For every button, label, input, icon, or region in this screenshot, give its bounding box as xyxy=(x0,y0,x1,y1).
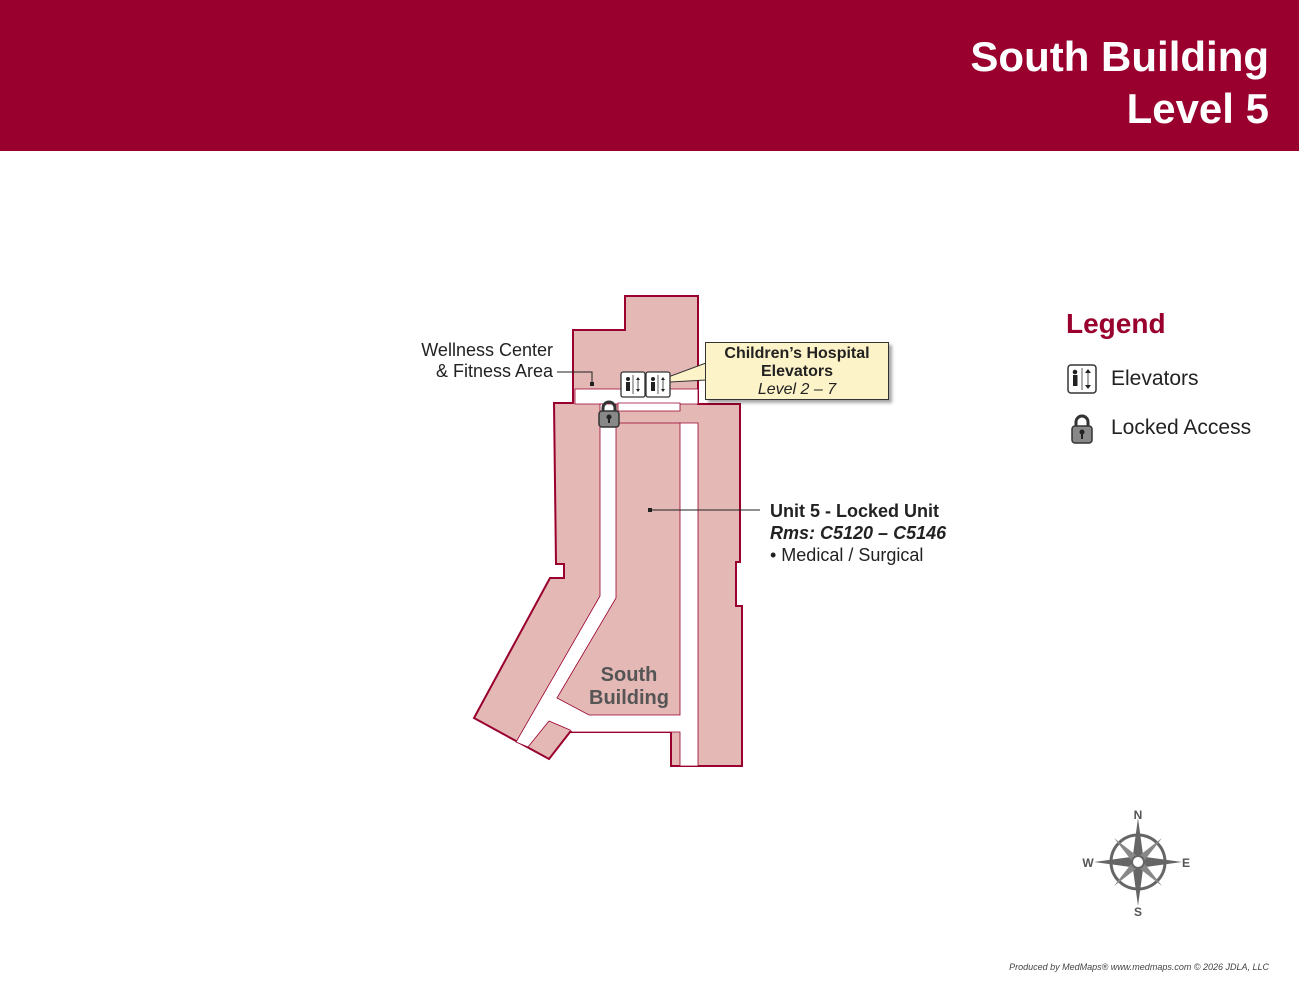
elevator-icon[interactable] xyxy=(620,371,646,398)
elevator-callout[interactable]: Children’s Hospital Elevators Level 2 – … xyxy=(705,342,889,400)
leader-lines xyxy=(557,371,760,511)
unit5-rooms: Rms: C5120 – C5146 xyxy=(770,523,947,543)
corridor-west xyxy=(515,403,699,767)
wellness-marker xyxy=(590,382,594,386)
corridor-connector xyxy=(617,402,681,412)
unit5-services: • Medical / Surgical xyxy=(770,545,924,565)
legend-elevators-label: Elevators xyxy=(1111,367,1199,390)
elevator-icon[interactable] xyxy=(645,371,671,398)
wellness-center-label: Wellness Center & Fitness Area xyxy=(421,340,553,382)
compass-east: E xyxy=(1182,856,1190,870)
compass-south: S xyxy=(1134,905,1142,918)
callout-subtitle: Level 2 – 7 xyxy=(757,381,837,398)
wellness-label-text: Wellness Center & Fitness Area xyxy=(421,340,553,381)
legend-title: Legend xyxy=(1066,308,1166,339)
callout-title: Children’s Hospital Elevators xyxy=(724,345,870,380)
legend-item-elevators: Elevators xyxy=(1066,363,1296,395)
header-banner: South Building Level 5 xyxy=(0,0,1299,151)
corridors xyxy=(515,388,699,767)
unit5-title: Unit 5 - Locked Unit xyxy=(770,501,940,521)
page-title-building: South Building xyxy=(970,33,1269,80)
unit5-marker xyxy=(648,508,652,512)
elevator-icon xyxy=(1067,364,1097,394)
compass-rose: N S E W xyxy=(1082,808,1190,918)
compass-west: W xyxy=(1082,856,1094,870)
lock-icon xyxy=(1071,414,1093,444)
lock-icon[interactable] xyxy=(598,400,620,428)
credit-line: Produced by MedMaps® www.medmaps.com © 2… xyxy=(1009,962,1269,972)
page-title-level: Level 5 xyxy=(1126,85,1269,132)
unit5-label[interactable]: Unit 5 - Locked Unit Rms: C5120 – C5146 … xyxy=(770,500,946,566)
legend-item-locked-access: Locked Access xyxy=(1066,412,1296,444)
legend-locked-access-label: Locked Access xyxy=(1111,416,1252,439)
compass-north: N xyxy=(1134,808,1143,822)
south-building-label: South Building xyxy=(589,664,669,709)
